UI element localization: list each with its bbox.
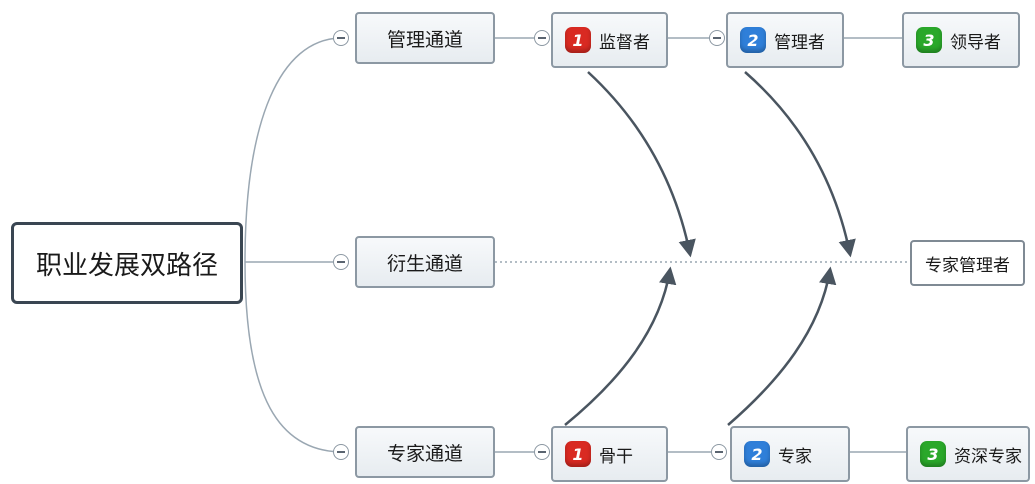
step-node-leader[interactable]: 3 领导者 [902, 12, 1020, 68]
arrow-expert-to-derived [727, 266, 837, 426]
collapse-toggle-backbone[interactable] [534, 444, 550, 460]
link-root-expert [244, 261, 341, 453]
expert-channel-label: 专家通道 [386, 442, 463, 465]
expert-manager-node[interactable]: 专家管理者 [910, 240, 1025, 286]
arrow-manager-to-derived [744, 71, 856, 258]
number-three-badge-icon: 3 [920, 441, 946, 467]
step-node-senior-expert[interactable]: 3 资深专家 [906, 426, 1030, 482]
collapse-toggle-management[interactable] [333, 30, 349, 46]
number-one-badge-icon: 1 [565, 441, 591, 467]
expert-channel-node[interactable]: 专家通道 [355, 426, 495, 478]
collapse-toggle-supervisor[interactable] [534, 30, 550, 46]
step-node-manager[interactable]: 2 管理者 [726, 12, 844, 68]
number-two-badge-icon: 2 [744, 441, 770, 467]
step-label: 骨干 [599, 446, 633, 467]
collapse-toggle-expert-step[interactable] [711, 444, 727, 460]
link-root-management [244, 37, 341, 263]
step-node-backbone[interactable]: 1 骨干 [551, 426, 668, 482]
derived-channel-node[interactable]: 衍生通道 [355, 236, 495, 288]
step-node-supervisor[interactable]: 1 监督者 [551, 12, 668, 68]
collapse-toggle-manager[interactable] [709, 30, 725, 46]
management-channel-node[interactable]: 管理通道 [355, 12, 495, 64]
step-label: 资深专家 [954, 446, 1022, 467]
step-label: 领导者 [950, 32, 1001, 53]
root-node[interactable]: 职业发展双路径 [11, 222, 243, 304]
step-node-expert[interactable]: 2 专家 [730, 426, 850, 482]
number-three-badge-icon: 3 [916, 27, 942, 53]
derived-channel-label: 衍生通道 [386, 252, 463, 275]
step-label: 管理者 [774, 32, 825, 53]
expert-manager-label: 专家管理者 [925, 255, 1010, 276]
step-label: 监督者 [599, 32, 650, 53]
number-two-badge-icon: 2 [740, 27, 766, 53]
number-one-badge-icon: 1 [565, 27, 591, 53]
step-label: 专家 [778, 446, 812, 467]
root-label: 职业发展双路径 [35, 250, 218, 281]
management-channel-label: 管理通道 [386, 28, 463, 51]
arrow-supervisor-to-derived [587, 71, 696, 258]
collapse-toggle-expert[interactable] [333, 444, 349, 460]
arrow-backbone-to-derived [564, 266, 677, 426]
collapse-toggle-derived[interactable] [333, 254, 349, 270]
